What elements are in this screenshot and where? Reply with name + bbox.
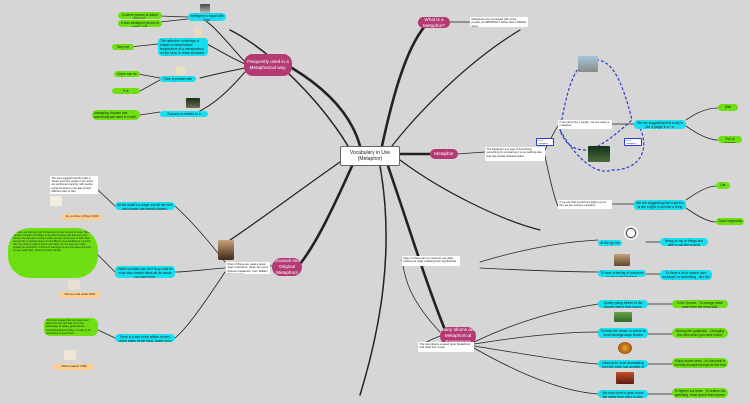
- idioms-expand-metaphors: The best idioms expand upon Metaphors an…: [418, 342, 474, 352]
- idiom-upset-stomach-meaning[interactable]: To have a lot of control over someone or…: [660, 270, 712, 280]
- shakespeare-portrait: [218, 240, 234, 260]
- unusual-tag-julius-caesar: Julius Caesar 1599: [54, 364, 94, 370]
- idioms-common-use: Many of these are so common use daily, w…: [402, 256, 460, 266]
- unusual-description: Most of these are used a great deal in l…: [226, 262, 270, 274]
- whatis-description: Metaphors are connected with some people…: [470, 17, 528, 27]
- idiom-tighten-belts-meaning: To tighten our belts - To reduce our spe…: [672, 388, 728, 398]
- freq-dim: A less intelligent person is called DIM.: [118, 20, 162, 27]
- central-topic[interactable]: Vocabulary in Use (Metaphor): [340, 146, 400, 166]
- unusual-world-stage-explain: The lines suggest that life is like a th…: [50, 176, 98, 194]
- idiom-top-ball[interactable]: At the top the ball.: [598, 240, 622, 246]
- metaphor-city-like-jungle[interactable]: We are suggesting that a city is like a …: [634, 120, 686, 129]
- unusual-tag-as-you-like-it: As you like it (Play) 1600: [62, 214, 102, 220]
- caesar-image: [64, 350, 76, 360]
- freq-success-climb[interactable]: Success is related to a climbing upwards: [160, 111, 208, 117]
- freq-bright: A clever person is called BRIGHT.: [118, 12, 162, 19]
- metaphor-tag-city: It's a metaphor: relates to city: [536, 138, 554, 146]
- unusual-tide-explain: The lines suggest that you have been tak…: [44, 318, 98, 336]
- metaphor-wild: Wild: [718, 104, 738, 111]
- metaphor-dangers: Full of dangers: [718, 136, 742, 143]
- stage-image: [50, 196, 62, 206]
- metaphor-description: The Metaphor is a way of describing some…: [485, 147, 545, 161]
- idiom-goalposts-meaning: Moving the goalposts - Changing the rule…: [672, 328, 728, 338]
- metaphor-lights-up-life[interactable]: If we say that someone's lights up our l…: [558, 200, 612, 209]
- metaphor-person-like-light[interactable]: We are suggesting that a person is like …: [634, 200, 686, 210]
- idiom-tighten-belts[interactable]: We have time to grab a new life rather t…: [598, 390, 648, 398]
- field-image: [614, 312, 632, 322]
- unusual-juliet[interactable]: Juliet's doubles can be it is up until h…: [115, 266, 175, 278]
- idiom-top-ball-meaning[interactable]: Being on top of things and able to act l…: [660, 238, 708, 246]
- freq-time-money[interactable]: Time is related with Money.: [160, 76, 196, 82]
- jungle-image: [588, 146, 610, 162]
- unusual-juliet-explain: The lines say that night has finished an…: [8, 228, 98, 278]
- idiom-loose-ends-meaning: A lack leaves lines - An idea that is no…: [672, 358, 728, 368]
- metaphor-tag-jungle: It's a metaphor: relates to jungle: [624, 138, 642, 146]
- branch-frequently-used[interactable]: Frequently used in a Metaphorical way.: [244, 54, 292, 76]
- football-image: [624, 226, 638, 240]
- freq-spent-wasted: Some can be Spent or Wasted.: [114, 71, 140, 77]
- unusual-world-stage[interactable]: All the world's a stage and all the men …: [115, 202, 175, 210]
- unusual-tag-romeo-juliet: Romeo and Juliet 1597: [60, 292, 100, 298]
- idiom-go-further-meaning: In the Soccer - To change when open from…: [672, 300, 728, 308]
- idiom-go-further[interactable]: Quietly going further to the country rat…: [598, 300, 648, 308]
- city-image: [578, 56, 598, 72]
- idiom-goalposts[interactable]: To leave the dream to where its most dam…: [598, 328, 648, 338]
- branch-metaphor[interactable]: Metaphor: [430, 149, 458, 159]
- unusual-tide[interactable]: There is a tide in the affairs of men, w…: [115, 334, 175, 342]
- metaphor-life: Life: [716, 182, 730, 189]
- freq-managing: Managing, flourish and somebody are used…: [92, 110, 140, 120]
- climbing-image: [186, 98, 200, 108]
- freq-precious: It is precious/costly.: [112, 88, 140, 94]
- branch-unusual-metaphors[interactable]: Unusual and Original Metaphors: [272, 258, 302, 276]
- metaphor-city-jungle[interactable]: If we call a city a 'jungle', we are usi…: [558, 120, 612, 129]
- lightbulb-image: [200, 4, 210, 13]
- freq-intelligent-light[interactable]: Intelligent is equal with light.: [188, 13, 226, 21]
- orb-image: [618, 342, 632, 354]
- branch-what-is-metaphor[interactable]: What is a Metaphor?: [418, 17, 450, 28]
- idiom-upset-stomach[interactable]: To have a feeling of someone on an upset…: [598, 270, 646, 277]
- romeo-juliet-image: [68, 280, 80, 290]
- thermometer-image: [194, 27, 202, 37]
- clock-money-image: [176, 66, 186, 75]
- branch-idioms[interactable]: Many Idioms are Metaphorical Expressions: [440, 327, 476, 345]
- freq-temperature[interactable]: The reflection of feelings is related to…: [158, 38, 208, 56]
- idiom-loose-ends[interactable]: Hearing its most devastating from the el…: [598, 360, 648, 368]
- metaphor-happiness: Good happiness: [716, 218, 744, 225]
- stomach-image: [614, 254, 630, 266]
- belt-image: [616, 372, 634, 384]
- freq-hot-cold: Very hot and cold.: [112, 44, 134, 50]
